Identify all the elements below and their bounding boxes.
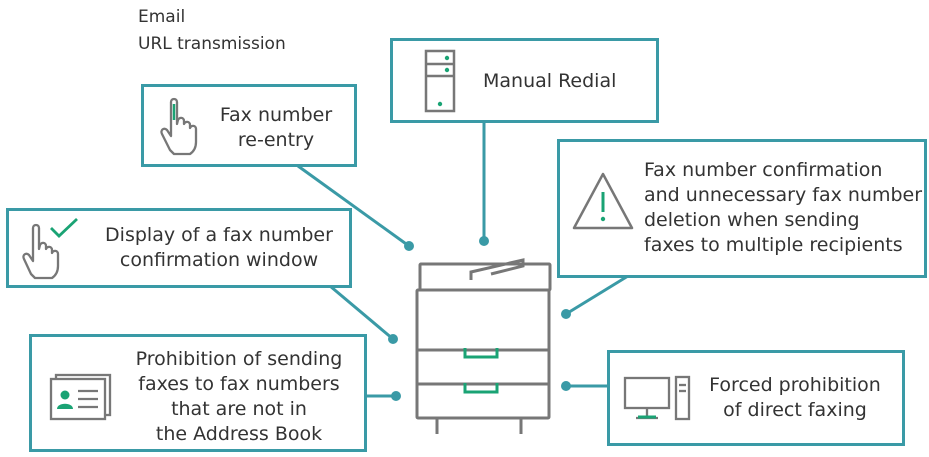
direct-fax-label: Forced prohibition of direct faxing bbox=[700, 373, 890, 423]
connector-dot bbox=[561, 381, 571, 391]
fax-reentry-line1: Fax number bbox=[219, 104, 333, 126]
direct-fax-line1: Forced prohibition bbox=[709, 374, 881, 396]
connector-dot bbox=[404, 241, 414, 251]
direct-fax-box: Forced prohibition of direct faxing bbox=[607, 350, 905, 446]
connector-dot bbox=[479, 236, 489, 246]
fax-confirmation-line4: faxes to multiple recipients bbox=[644, 234, 903, 256]
confirmation-window-label: Display of a fax number confirmation win… bbox=[93, 223, 345, 273]
address-card-icon bbox=[49, 373, 112, 421]
address-book-box: Prohibition of sending faxes to fax numb… bbox=[29, 334, 367, 452]
connector-dot bbox=[391, 391, 401, 401]
manual-redial-box: Manual Redial bbox=[390, 38, 659, 123]
printer-icon bbox=[415, 258, 552, 434]
confirmation-window-box: Display of a fax number confirmation win… bbox=[6, 208, 352, 288]
confirmation-window-line2: confirmation window bbox=[119, 249, 319, 271]
touch-hand-icon bbox=[160, 97, 198, 156]
address-book-line4: the Address Book bbox=[155, 423, 323, 445]
fax-reentry-box: Fax number re-entry bbox=[141, 84, 357, 167]
label-email: Email bbox=[138, 7, 186, 27]
address-book-line3: that are not in bbox=[171, 398, 307, 420]
touch-check-icon bbox=[22, 217, 78, 280]
fax-confirmation-line2: and unnecessary fax number bbox=[644, 184, 923, 206]
connector-confirmation-window bbox=[329, 284, 394, 341]
fax-confirmation-label: Fax number confirmation and unnecessary … bbox=[644, 158, 922, 258]
server-icon bbox=[424, 49, 456, 113]
warning-icon bbox=[572, 172, 634, 230]
fax-confirmation-line3: deletion when sending bbox=[644, 209, 860, 231]
manual-redial-label: Manual Redial bbox=[483, 70, 617, 92]
connector-fax-confirmation bbox=[565, 274, 629, 316]
address-book-line1: Prohibition of sending bbox=[135, 348, 343, 370]
label-url-transmission: URL transmission bbox=[138, 34, 286, 54]
connector-fax-reentry bbox=[297, 164, 410, 248]
fax-confirmation-box: Fax number confirmation and unnecessary … bbox=[557, 139, 927, 278]
connector-dot bbox=[561, 309, 571, 319]
direct-fax-line2: of direct faxing bbox=[723, 399, 867, 421]
fax-confirmation-line1: Fax number confirmation bbox=[644, 159, 883, 181]
fax-reentry-line2: re-entry bbox=[237, 129, 315, 151]
address-book-line2: faxes to fax numbers bbox=[138, 373, 340, 395]
confirmation-window-line1: Display of a fax number bbox=[105, 224, 333, 246]
pc-icon bbox=[623, 375, 691, 421]
fax-reentry-label: Fax number re-entry bbox=[206, 103, 346, 153]
address-book-label: Prohibition of sending faxes to fax numb… bbox=[120, 347, 358, 447]
connector-dot bbox=[388, 334, 398, 344]
